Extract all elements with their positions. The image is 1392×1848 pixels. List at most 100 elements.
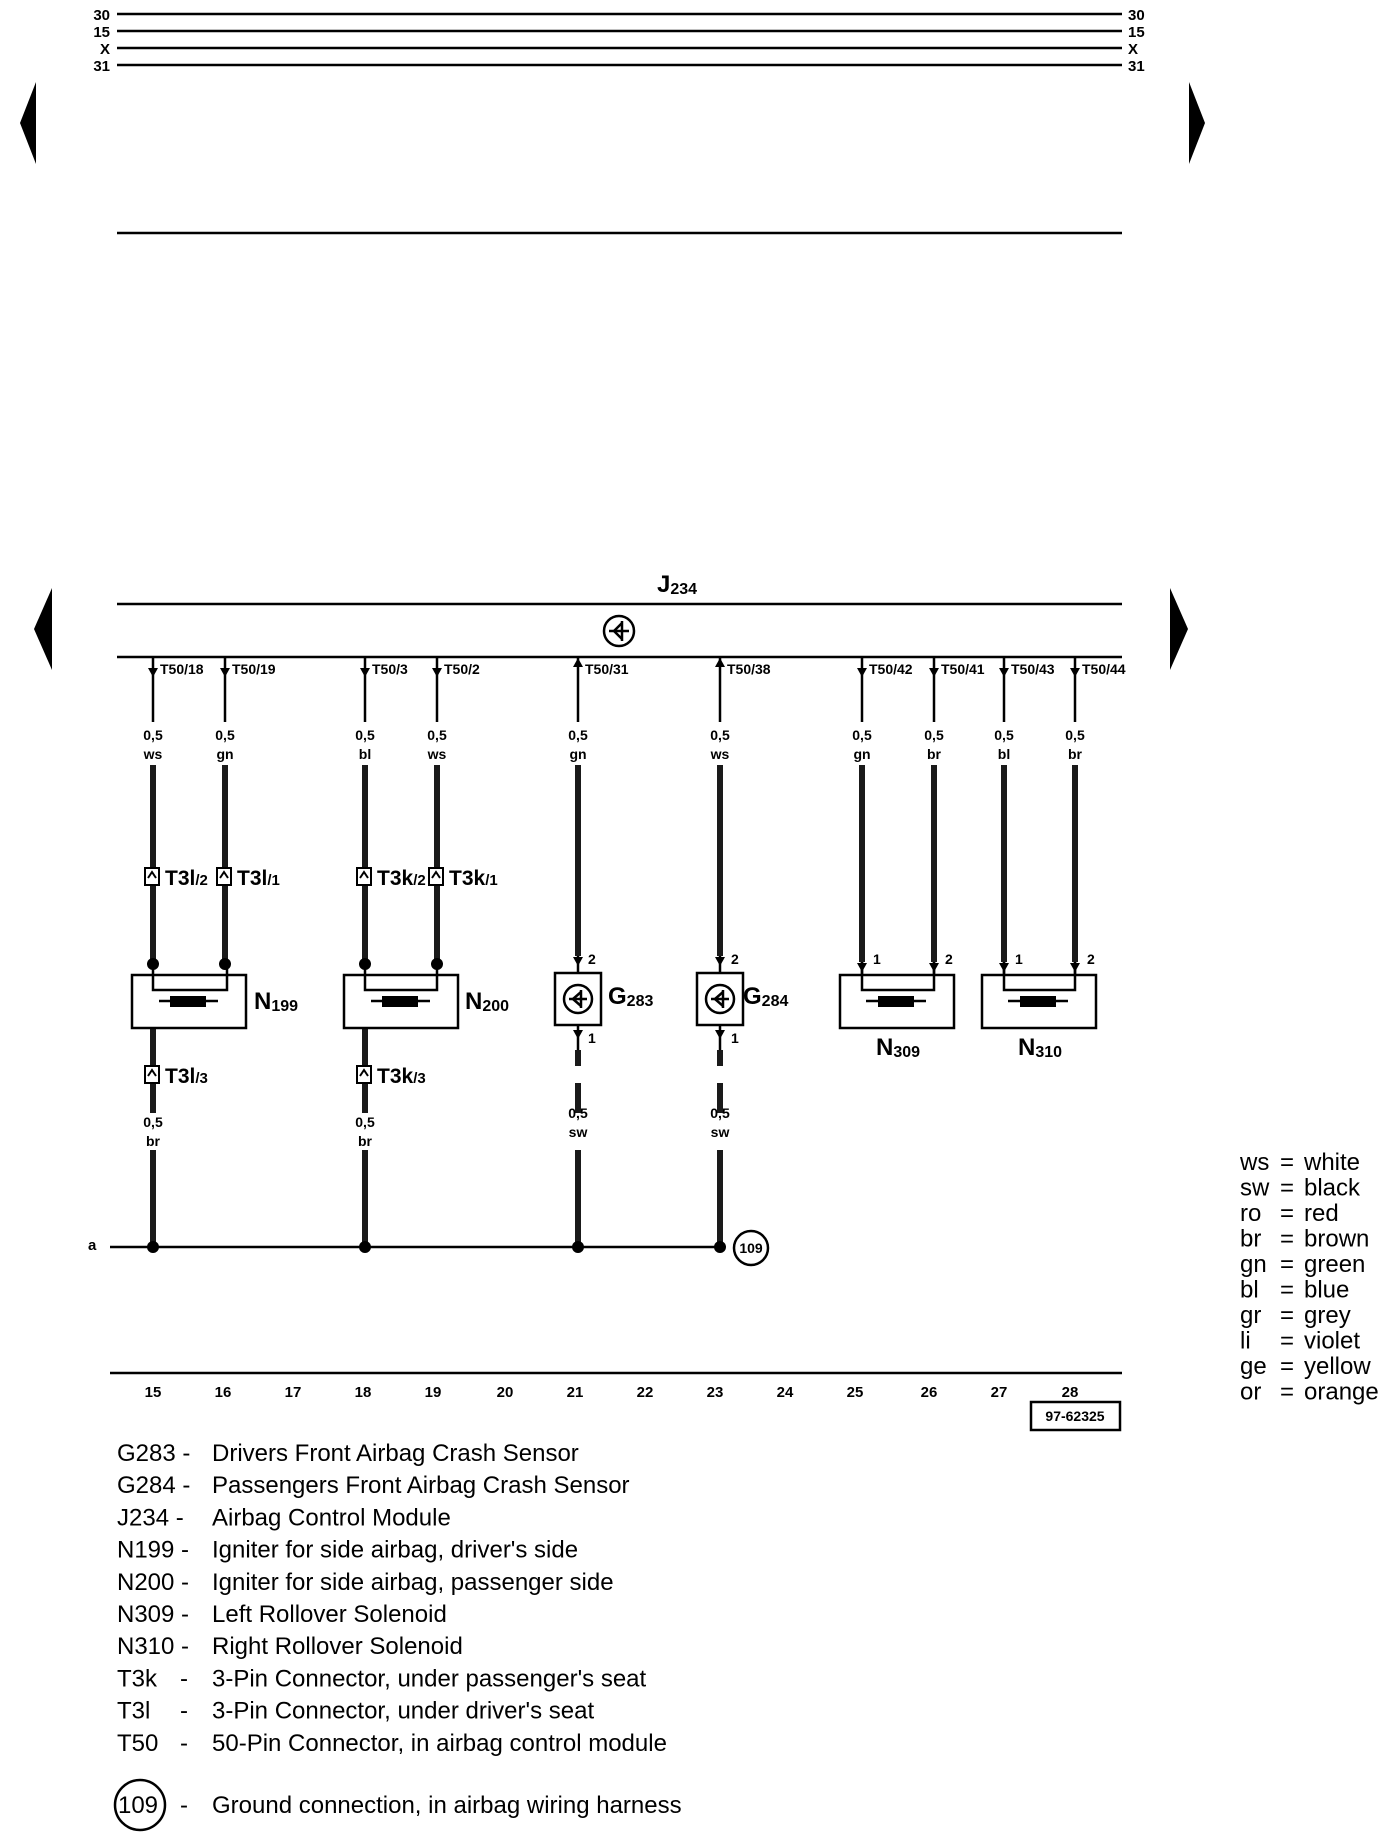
power-rails: 30 15 X 31 30 15 X 31	[93, 7, 1144, 75]
next-page-arrow-icon[interactable]	[1170, 588, 1188, 670]
wire: 0,5ws	[710, 686, 730, 975]
wire: 0,5 gn	[852, 686, 872, 975]
svg-text:0,5: 0,5	[568, 1105, 588, 1121]
svg-text:ge: ge	[1240, 1353, 1267, 1380]
airbag-control-module-j234: J234	[117, 571, 1122, 659]
svg-text:=: =	[1280, 1149, 1294, 1176]
legend-desc: 3-Pin Connector, under passenger's seat	[212, 1665, 647, 1692]
rail-label-left: 30	[93, 7, 110, 24]
component-pin-numbers: 2 1 2 1 1 2 1 2	[588, 951, 1095, 1046]
connector-t3k-2: T3k/2	[356, 867, 426, 890]
rail-label-left: X	[100, 41, 110, 58]
legend-item: T3l-3-Pin Connector, under driver's seat	[117, 1698, 594, 1725]
pin-label: T50/44	[1082, 661, 1126, 677]
svg-text:ws: ws	[710, 746, 730, 762]
rail-label-left: 15	[93, 24, 110, 41]
legend-item: N309 -Left Rollover Solenoid	[117, 1601, 447, 1628]
rail-label-right: 15	[1128, 24, 1145, 41]
svg-text:0,5: 0,5	[710, 1105, 730, 1121]
color-code-item: ro=red	[1240, 1200, 1339, 1227]
svg-text:br: br	[358, 1133, 373, 1149]
legend-code: T50	[117, 1730, 158, 1757]
svg-text:green: green	[1304, 1251, 1365, 1278]
svg-text:2: 2	[731, 951, 739, 967]
legend-dash: -	[180, 1698, 188, 1725]
lower-wire-labels: 0,5 br 0,5 br 0,5 sw 0,5 sw	[143, 1105, 730, 1149]
svg-text:0,5: 0,5	[355, 727, 375, 743]
color-code-item: bl=blue	[1240, 1277, 1349, 1304]
column-number: 20	[497, 1384, 514, 1401]
rail-label-left: 31	[93, 58, 110, 75]
legend-item: T50-50-Pin Connector, in airbag control …	[117, 1730, 667, 1757]
crash-sensor-symbol-icon	[602, 614, 636, 648]
legend-desc: Airbag Control Module	[212, 1504, 451, 1531]
prev-page-arrow-icon[interactable]	[34, 588, 52, 670]
ground-line-label: a	[88, 1237, 97, 1254]
svg-text:li: li	[1240, 1328, 1251, 1355]
crash-sensor-g283: G283	[553, 971, 653, 1027]
svg-text:=: =	[1280, 1302, 1294, 1329]
svg-text:T3k/1: T3k/1	[449, 867, 498, 890]
svg-text:=: =	[1280, 1175, 1294, 1202]
connector-t3l-2: T3l/2	[144, 867, 208, 890]
module-pin: T50/31	[573, 657, 629, 686]
component-label: G284	[743, 983, 788, 1010]
ground-legend-number: 109	[118, 1792, 158, 1819]
pin-label: T50/43	[1011, 661, 1055, 677]
module-pin: T50/44	[1070, 657, 1126, 686]
column-number: 19	[425, 1384, 442, 1401]
svg-text:gn: gn	[853, 746, 870, 762]
legend-desc: Passengers Front Airbag Crash Sensor	[212, 1472, 630, 1499]
svg-text:violet: violet	[1304, 1328, 1360, 1355]
svg-text:0,5: 0,5	[427, 727, 447, 743]
ground-legend-dash: -	[180, 1792, 188, 1819]
module-pin: T50/42	[857, 657, 913, 686]
svg-text:sw: sw	[569, 1124, 588, 1140]
svg-text:0,5: 0,5	[143, 1114, 163, 1130]
ground-bus: a 109	[88, 1229, 770, 1267]
pin-label: T50/3	[372, 661, 408, 677]
legend-item: T3k-3-Pin Connector, under passenger's s…	[117, 1665, 647, 1692]
column-number: 15	[145, 1384, 162, 1401]
legend-code: N309 -	[117, 1601, 189, 1628]
column-number: 23	[707, 1384, 724, 1401]
module-pin: T50/18	[148, 657, 204, 686]
svg-text:=: =	[1280, 1379, 1294, 1406]
next-page-arrow-icon[interactable]	[1189, 82, 1205, 164]
wire: 0,5ws	[427, 686, 447, 970]
svg-text:bl: bl	[998, 746, 1010, 762]
pin-label: T50/38	[727, 661, 771, 677]
legend-desc: Igniter for side airbag, passenger side	[212, 1569, 614, 1596]
component-label: N199	[254, 988, 298, 1015]
crash-sensor-g284: G284	[695, 971, 788, 1027]
legend-desc: Drivers Front Airbag Crash Sensor	[212, 1440, 579, 1467]
component-legend: G283 -Drivers Front Airbag Crash SensorG…	[117, 1440, 667, 1757]
svg-text:bl: bl	[1240, 1277, 1259, 1304]
legend-item: J234 -Airbag Control Module	[117, 1504, 451, 1531]
svg-text:T3l/2: T3l/2	[165, 867, 208, 890]
svg-text:=: =	[1280, 1277, 1294, 1304]
svg-text:sw: sw	[1240, 1175, 1270, 1202]
legend-code: N200 -	[117, 1569, 189, 1596]
prev-page-arrow-icon[interactable]	[20, 82, 36, 164]
legend-item: N200 - Igniter for side airbag, passenger…	[117, 1569, 614, 1596]
svg-text:brown: brown	[1304, 1226, 1369, 1253]
module-pin: T50/38	[715, 657, 771, 686]
igniter-n199: N199	[130, 964, 298, 1030]
svg-text:ws: ws	[1239, 1149, 1269, 1176]
svg-text:br: br	[927, 746, 942, 762]
legend-item: N199 -Igniter for side airbag, driver's …	[117, 1537, 578, 1564]
svg-text:red: red	[1304, 1200, 1339, 1227]
svg-text:0,5: 0,5	[852, 727, 872, 743]
legend-item: G283 -Drivers Front Airbag Crash Sensor	[117, 1440, 579, 1467]
svg-text:1: 1	[731, 1030, 739, 1046]
svg-text:=: =	[1280, 1226, 1294, 1253]
color-code-item: or=orange	[1240, 1379, 1379, 1406]
crash-sensor-symbol-icon	[562, 983, 594, 1015]
module-pin: T50/43	[999, 657, 1055, 686]
pin-label: T50/41	[941, 661, 985, 677]
legend-code: T3l	[117, 1698, 150, 1725]
